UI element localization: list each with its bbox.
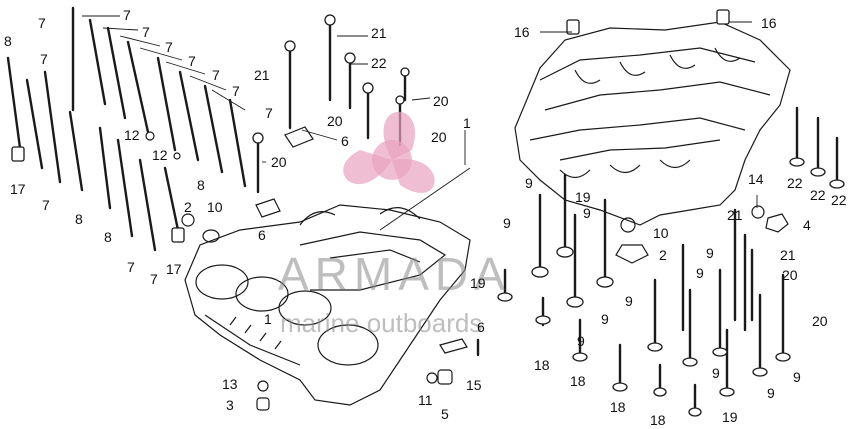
callout-16: 16 [514, 24, 530, 40]
callout-9: 9 [583, 205, 591, 221]
callout-20: 20 [812, 313, 828, 329]
callout-7: 7 [212, 67, 220, 83]
callout-7: 7 [150, 271, 158, 287]
callout-9: 9 [625, 293, 633, 309]
callout-5: 5 [441, 406, 449, 422]
callout-3: 3 [226, 397, 234, 413]
callout-14: 14 [748, 171, 764, 187]
callout-18: 18 [610, 399, 626, 415]
callout-8: 8 [75, 211, 83, 227]
callout-6: 6 [477, 319, 485, 335]
callout-7: 7 [42, 197, 50, 213]
callout-20: 20 [782, 267, 798, 283]
callout-9: 9 [706, 245, 714, 261]
callout-7: 7 [232, 83, 240, 99]
watermark-tagline: marine outboards [280, 308, 482, 338]
callout-19: 19 [575, 189, 591, 205]
callout-21: 21 [780, 247, 796, 263]
callout-7: 7 [142, 24, 150, 40]
callout-7: 7 [165, 39, 173, 55]
callout-18: 18 [534, 357, 550, 373]
callout-9: 9 [503, 215, 511, 231]
callout-7: 7 [265, 105, 273, 121]
callout-9: 9 [577, 333, 585, 349]
callout-9: 9 [601, 311, 609, 327]
callout-18: 18 [650, 412, 666, 428]
callout-22: 22 [831, 192, 847, 208]
leader-lines [82, 15, 758, 208]
callout-1: 1 [264, 311, 272, 327]
callout-20: 20 [433, 93, 449, 109]
callout-22: 22 [787, 175, 803, 191]
callout-2: 2 [184, 199, 192, 215]
callout-20: 20 [431, 129, 447, 145]
callout-11: 11 [418, 392, 433, 408]
callout-16: 16 [761, 15, 777, 31]
callout-9: 9 [767, 385, 775, 401]
callout-21: 21 [254, 67, 270, 83]
watermark-brand: ARMADA [278, 248, 511, 300]
callout-20: 20 [271, 154, 287, 170]
propeller-blades-icon [343, 111, 435, 193]
callout-19: 19 [470, 275, 486, 291]
callout-1: 1 [463, 115, 471, 131]
callout-10: 10 [653, 225, 669, 241]
callout-12: 12 [124, 127, 140, 143]
callout-13: 13 [222, 376, 238, 392]
callout-17: 17 [166, 261, 182, 277]
armada-watermark: ARMADA marine outboards [278, 111, 511, 338]
callout-8: 8 [104, 229, 112, 245]
callout-6: 6 [258, 227, 266, 243]
lower-crankcase [184, 204, 471, 406]
callout-19: 19 [722, 409, 738, 425]
callout-8: 8 [4, 33, 12, 49]
callout-7: 7 [38, 15, 46, 31]
stud-bolts [6, 6, 410, 252]
callout-7: 7 [40, 51, 48, 67]
callout-10: 10 [207, 199, 223, 215]
callout-7: 7 [127, 259, 135, 275]
callout-21: 21 [727, 207, 743, 223]
callout-18: 18 [570, 373, 586, 389]
callout-labels: 7 7 7 7 7 7 7 7 7 7 7 7 8 8 8 8 12 12 17… [4, 7, 847, 428]
callout-2: 2 [659, 247, 667, 263]
callout-7: 7 [188, 53, 196, 69]
callout-22: 22 [810, 187, 826, 203]
callout-17: 17 [10, 181, 26, 197]
callout-6: 6 [341, 133, 349, 149]
callout-9: 9 [793, 369, 801, 385]
callout-20: 20 [327, 113, 343, 129]
callout-9: 9 [525, 175, 533, 191]
callout-12: 12 [152, 147, 168, 163]
callout-9: 9 [712, 365, 720, 381]
case-bolts [256, 9, 845, 417]
callout-4: 4 [803, 217, 811, 233]
callout-9: 9 [696, 265, 704, 281]
callout-21: 21 [371, 25, 387, 41]
upper-crankcase [514, 21, 791, 226]
callout-22: 22 [371, 55, 387, 71]
callout-15: 15 [466, 377, 482, 393]
callout-8: 8 [197, 177, 205, 193]
callout-7: 7 [123, 7, 131, 23]
